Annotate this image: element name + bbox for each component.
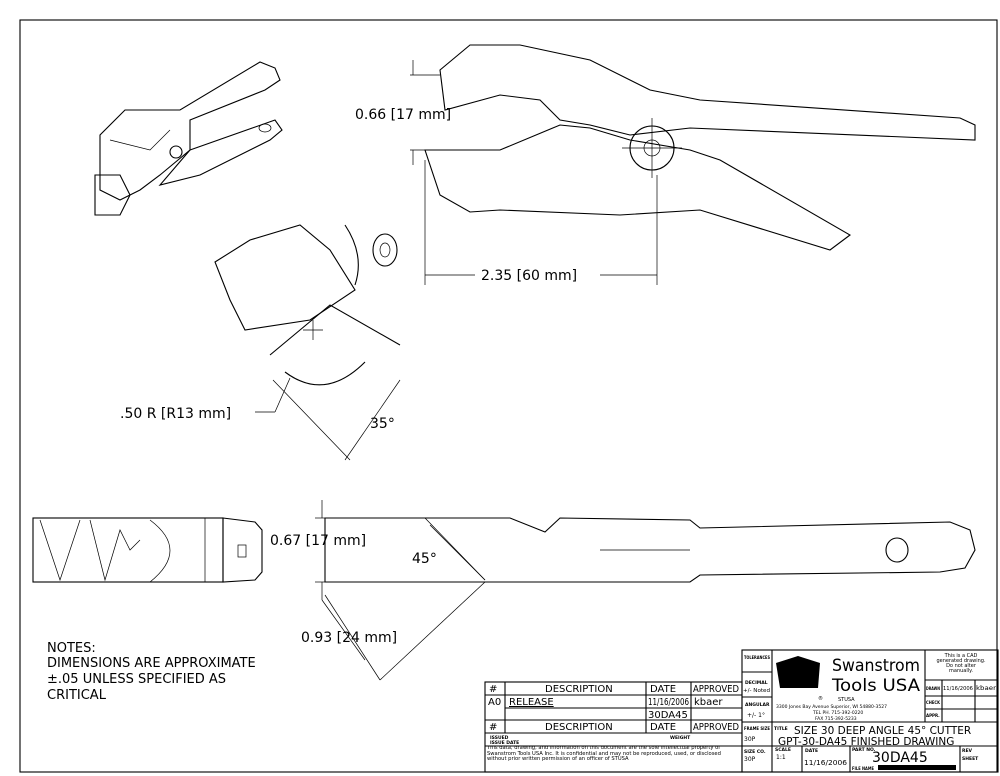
- svg-text:#: #: [489, 684, 497, 695]
- svg-text:manually.: manually.: [949, 668, 973, 674]
- side-view: 0.66 [17 mm] 2.35 [60 mm]: [355, 44, 976, 285]
- front-view: [32, 517, 263, 583]
- svg-text:APPROVED: APPROVED: [693, 722, 739, 733]
- detail-view: .50 R [R13 mm] 35°: [120, 224, 401, 461]
- svg-text:NOTES:: NOTES:: [47, 641, 96, 656]
- angle-45-dimension: 45°: [412, 551, 437, 567]
- thickness-dimension: 0.67 [17 mm]: [270, 533, 366, 549]
- svg-text:ISSUE DATE: ISSUE DATE: [490, 740, 519, 746]
- svg-text:This is a CAD: This is a CAD: [944, 653, 978, 659]
- jaw-opening-dimension: 0.66 [17 mm]: [355, 107, 451, 123]
- revision-number: A0: [488, 697, 501, 708]
- svg-text:APPR.: APPR.: [926, 713, 940, 718]
- revision-date: 11/16/2006: [648, 697, 689, 708]
- angle-35-dimension: 35°: [370, 416, 395, 432]
- svg-text:DESCRIPTION: DESCRIPTION: [545, 684, 613, 695]
- svg-text:DECIMAL: DECIMAL: [745, 680, 768, 686]
- svg-text:PART NO.: PART NO.: [852, 747, 876, 753]
- svg-text:Do not alter: Do not alter: [946, 663, 977, 669]
- svg-text:APPROVED: APPROVED: [693, 684, 739, 695]
- revision-description: RELEASE: [509, 697, 554, 708]
- company-name-line2: Tools USA: [831, 676, 920, 696]
- svg-text:STUSA: STUSA: [838, 697, 855, 703]
- title-block: TOLERANCES DECIMAL +/- Noted ANGULAR +/-…: [741, 649, 999, 773]
- svg-text:DIMENSIONS ARE APPROXIMATE: DIMENSIONS ARE APPROXIMATE: [47, 656, 256, 671]
- svg-text:REV: REV: [962, 748, 973, 754]
- svg-text:FRAME SIZE: FRAME SIZE: [744, 726, 770, 732]
- svg-text:11/16/2006: 11/16/2006: [804, 759, 848, 767]
- isometric-view: [94, 61, 283, 216]
- company-logo-pentagon: [776, 656, 820, 688]
- part-number: 30DA45: [872, 750, 928, 766]
- svg-text:kbaer: kbaer: [976, 685, 997, 692]
- svg-text:ISSUED: ISSUED: [490, 735, 509, 741]
- revision-approved: kbaer: [694, 697, 723, 708]
- svg-text:SCALE: SCALE: [775, 747, 791, 753]
- svg-text:TOLERANCES: TOLERANCES: [744, 655, 770, 661]
- jaw-length-dimension: 2.35 [60 mm]: [481, 268, 577, 284]
- svg-text:+/- Noted: +/- Noted: [743, 688, 770, 694]
- svg-text:DATE: DATE: [650, 684, 676, 695]
- bevel-width-dimension: 0.93 [24 mm]: [301, 630, 397, 646]
- drawing-title-line1: SIZE 30 DEEP ANGLE 45° CUTTER: [794, 725, 971, 737]
- svg-text:DRAWN: DRAWN: [926, 686, 940, 691]
- svg-text:SHEET: SHEET: [962, 756, 979, 762]
- svg-text:TITLE: TITLE: [774, 726, 788, 732]
- svg-text:11/16/2006: 11/16/2006: [943, 686, 973, 692]
- company-name-line1: Swanstrom: [832, 656, 920, 676]
- notes: NOTES: DIMENSIONS ARE APPROXIMATE ±.05 U…: [47, 641, 256, 703]
- svg-text:FAX 715-392-5233: FAX 715-392-5233: [815, 716, 857, 722]
- svg-text:±.05 UNLESS SPECIFIED AS: ±.05 UNLESS SPECIFIED AS: [47, 672, 226, 687]
- svg-text:30P: 30P: [744, 756, 756, 763]
- svg-text:CHECK: CHECK: [926, 700, 941, 705]
- svg-text:30P: 30P: [744, 736, 756, 743]
- file-name-redacted: [878, 765, 956, 770]
- svg-text:#: #: [489, 722, 497, 733]
- confidentiality-notice: This data, drawing, and information on t…: [487, 746, 721, 763]
- svg-text:DATE: DATE: [650, 722, 676, 733]
- svg-text:ANGULAR: ANGULAR: [745, 702, 770, 708]
- svg-text:WEIGHT: WEIGHT: [670, 735, 691, 741]
- svg-text:FILE NAME: FILE NAME: [852, 766, 874, 771]
- drawing-title-line2: GPT-30-DA45 FINISHED DRAWING: [778, 736, 954, 748]
- svg-text:CRITICAL: CRITICAL: [47, 688, 107, 703]
- revision-table: # DESCRIPTION DATE APPROVED A0 RELEASE 1…: [484, 681, 743, 773]
- svg-text:3300 Jones Bay Avenue Superior: 3300 Jones Bay Avenue Superior, WI 54880…: [776, 704, 887, 710]
- svg-text:SIZE CO.: SIZE CO.: [744, 749, 766, 755]
- svg-text:®: ®: [818, 695, 823, 702]
- svg-text:1:1: 1:1: [776, 754, 786, 761]
- svg-text:30DA45: 30DA45: [648, 710, 688, 721]
- svg-text:DESCRIPTION: DESCRIPTION: [545, 722, 613, 733]
- svg-text:DATE: DATE: [805, 748, 818, 754]
- svg-text:+/- 1°: +/- 1°: [747, 712, 765, 719]
- top-view: 0.67 [17 mm] 45° 0.93 [24 mm]: [270, 500, 976, 681]
- svg-text:generated drawing.: generated drawing.: [936, 658, 986, 664]
- svg-text:TEL PH. 715-392-0220: TEL PH. 715-392-0220: [812, 710, 863, 716]
- radius-dimension: .50 R [R13 mm]: [120, 406, 231, 422]
